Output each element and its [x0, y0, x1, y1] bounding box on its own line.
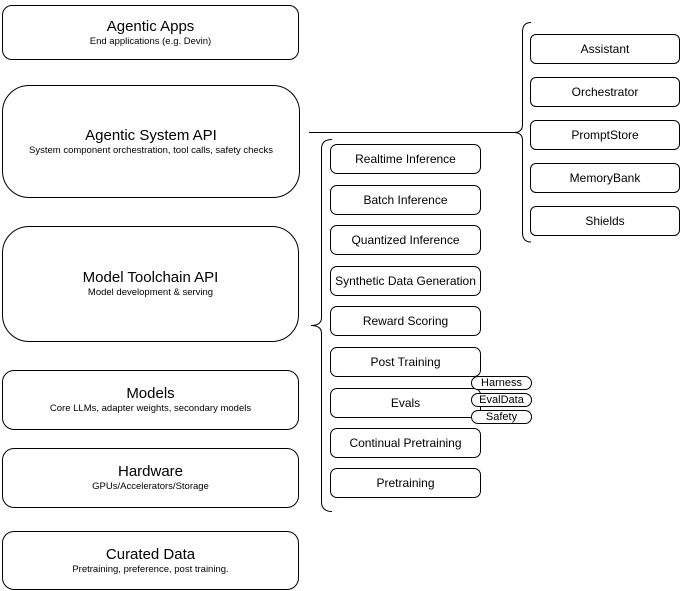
node-label: Batch Inference	[363, 193, 448, 207]
node-realtime-inference: Realtime Inference	[330, 144, 481, 174]
node-title: Agentic Apps	[106, 17, 195, 35]
node-label: Orchestrator	[571, 85, 639, 99]
node-assistant: Assistant	[530, 34, 680, 64]
node-subtitle: Pretraining, preference, post training.	[72, 563, 229, 575]
node-subtitle: Core LLMs, adapter weights, secondary mo…	[49, 403, 252, 414]
node-label: Shields	[585, 214, 625, 228]
node-subtitle: GPUs/Accelerators/Storage	[92, 481, 209, 492]
node-label: MemoryBank	[569, 171, 641, 185]
node-models: Models Core LLMs, adapter weights, secon…	[2, 370, 299, 430]
node-synthetic-data-generation: Synthetic Data Generation	[330, 266, 481, 296]
tag-evaldata: EvalData	[471, 393, 532, 407]
node-memorybank: MemoryBank	[530, 163, 680, 193]
node-promptstore: PromptStore	[530, 120, 680, 150]
node-quantized-inference: Quantized Inference	[330, 225, 481, 255]
node-label: Reward Scoring	[362, 314, 449, 328]
tag-harness: Harness	[471, 376, 532, 390]
node-label: Synthetic Data Generation	[335, 274, 476, 288]
node-hardware: Hardware GPUs/Accelerators/Storage	[2, 448, 299, 508]
node-subtitle: Model development & serving	[87, 287, 214, 298]
node-batch-inference: Batch Inference	[330, 185, 481, 215]
node-shields: Shields	[530, 206, 680, 236]
node-label: Realtime Inference	[355, 152, 456, 166]
node-title: Curated Data	[105, 545, 196, 563]
node-label: PromptStore	[571, 128, 639, 142]
node-agentic-system-api: Agentic System API System component orch…	[2, 85, 300, 198]
node-pretraining: Pretraining	[330, 468, 481, 498]
bracket-toolchain	[310, 139, 333, 512]
node-title: Hardware	[117, 463, 184, 480]
node-label: Quantized Inference	[351, 233, 460, 247]
node-agentic-apps: Agentic Apps End applications (e.g. Devi…	[2, 5, 299, 60]
node-label: Post Training	[370, 355, 441, 369]
tag-label: Safety	[485, 411, 518, 423]
tag-safety: Safety	[471, 410, 532, 424]
bracket-system-components	[513, 22, 532, 243]
node-label: Assistant	[580, 42, 630, 56]
node-evals: Evals	[330, 388, 481, 418]
node-model-toolchain-api: Model Toolchain API Model development & …	[2, 226, 299, 342]
tag-label: EvalData	[479, 394, 524, 406]
node-label: Pretraining	[376, 476, 435, 490]
node-label: Evals	[390, 396, 421, 410]
node-orchestrator: Orchestrator	[530, 77, 680, 107]
node-label: Continual Pretraining	[349, 436, 462, 450]
node-continual-pretraining: Continual Pretraining	[330, 428, 481, 458]
tag-label: Harness	[481, 377, 522, 389]
node-title: Agentic System API	[85, 126, 217, 144]
node-reward-scoring: Reward Scoring	[330, 306, 481, 336]
node-title: Models	[126, 385, 175, 402]
node-title: Model Toolchain API	[82, 269, 219, 286]
node-subtitle: System component orchestration, tool cal…	[29, 144, 273, 156]
node-curated-data: Curated Data Pretraining, preference, po…	[2, 531, 299, 590]
node-post-training: Post Training	[330, 347, 481, 377]
node-subtitle: End applications (e.g. Devin)	[89, 35, 212, 47]
